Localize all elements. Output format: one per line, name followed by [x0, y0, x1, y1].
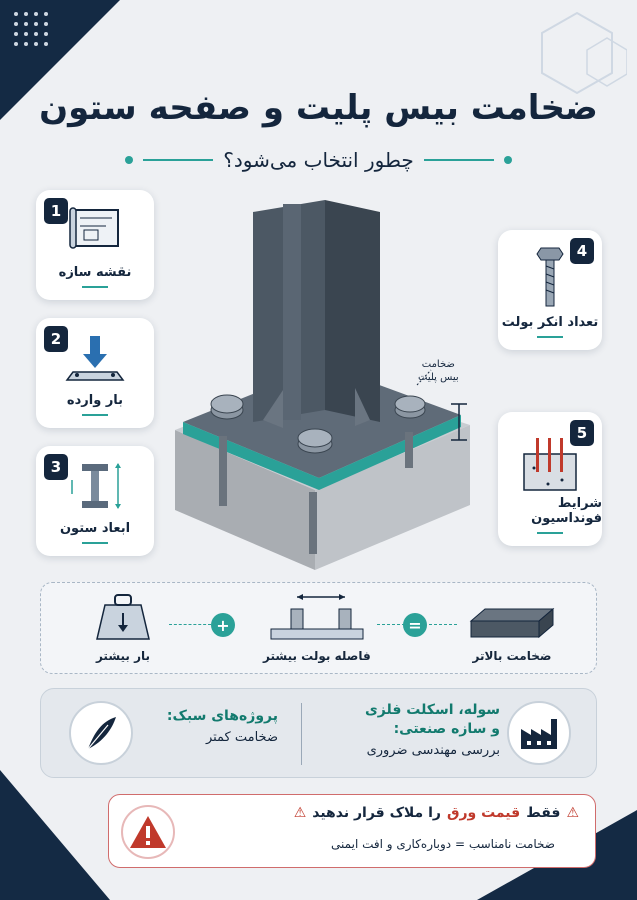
base-plate-illustration — [175, 200, 470, 570]
heavy-project-text: سوله، اسکلت فلزی و سازه صنعتی: بررسی مهن… — [364, 702, 500, 758]
anchor-bolt-icon — [536, 247, 564, 307]
project-types-panel: پروژه‌های سبک: ضخامت کمتر سوله، اسکلت فل… — [40, 688, 597, 778]
formula-more-load: بار بیشتر — [93, 591, 153, 663]
i-beam-icon — [71, 463, 121, 509]
factory-icon — [521, 719, 557, 749]
factor-card-2: 2 بار وارده — [36, 318, 154, 428]
light-project-text: پروژه‌های سبک: ضخامت کمتر — [166, 708, 278, 745]
warning-box: ⚠ فقط قیمت ورق را ملاک قرار ندهید ⚠ ضخام… — [108, 794, 596, 868]
warning-small-icon: ⚠ — [293, 805, 307, 821]
warning-description: ضخامت نامناسب = دوباره‌کاری و افت ایمنی — [331, 837, 555, 851]
load-arrow-icon — [65, 336, 125, 381]
formula-bolt-spacing: فاصله بولت بیشتر — [263, 591, 371, 663]
corner-decoration-bottom-left — [0, 770, 110, 900]
factor-number: 5 — [570, 420, 594, 446]
dot-grid-decoration — [14, 12, 50, 48]
factor-number: 2 — [44, 326, 68, 352]
factor-number: 4 — [570, 238, 594, 264]
hexagon-decoration — [541, 11, 627, 95]
factor-label: بار وارده — [66, 393, 124, 408]
formula-higher-thickness: ضخامت بالاتر — [467, 591, 557, 663]
formula-panel: بار بیشتر + فاصله بولت بیشتر = ضخامت بال… — [40, 582, 597, 674]
equals-icon: = — [403, 613, 427, 637]
plus-icon: + — [211, 613, 235, 637]
warning-small-icon: ⚠ — [566, 805, 579, 821]
foundation-icon — [523, 438, 577, 491]
factor-card-4: 4 تعداد انکر بولت — [498, 230, 602, 350]
light-project-badge — [69, 701, 133, 765]
blueprint-icon — [69, 207, 119, 249]
factor-card-1: 1 نقشه سازه — [36, 190, 154, 300]
warning-icon — [130, 816, 166, 848]
factor-label: شرایط فونداسیون — [531, 496, 602, 526]
thick-plate-icon — [469, 607, 555, 639]
factor-label: نقشه سازه — [58, 265, 132, 280]
warning-badge — [121, 805, 175, 859]
corner-decoration-top-left — [0, 0, 120, 120]
heavy-project-badge — [507, 701, 571, 765]
subtitle: چطور انتخاب می‌شود؟ — [223, 148, 414, 172]
page-title: ضخامت بیس پلیت و صفحه ستون — [39, 88, 598, 128]
subtitle-row: چطور انتخاب می‌شود؟ — [0, 148, 637, 172]
factor-number: 1 — [44, 198, 68, 224]
factor-number: 3 — [44, 454, 68, 480]
factor-card-3: 3 ابعاد ستون — [36, 446, 154, 556]
factor-card-5: 5 شرایط فونداسیون — [498, 412, 602, 546]
thickness-annotation: ضخامت بیس پلیت — [418, 359, 459, 383]
factor-label: تعداد انکر بولت — [501, 315, 599, 330]
factor-label: ابعاد ستون — [59, 521, 131, 536]
feather-icon — [87, 717, 116, 750]
warning-heading: ⚠ فقط قیمت ورق را ملاک قرار ندهید ⚠ — [293, 805, 579, 821]
bolt-spacing-icon — [270, 594, 364, 640]
weight-icon — [96, 594, 150, 640]
